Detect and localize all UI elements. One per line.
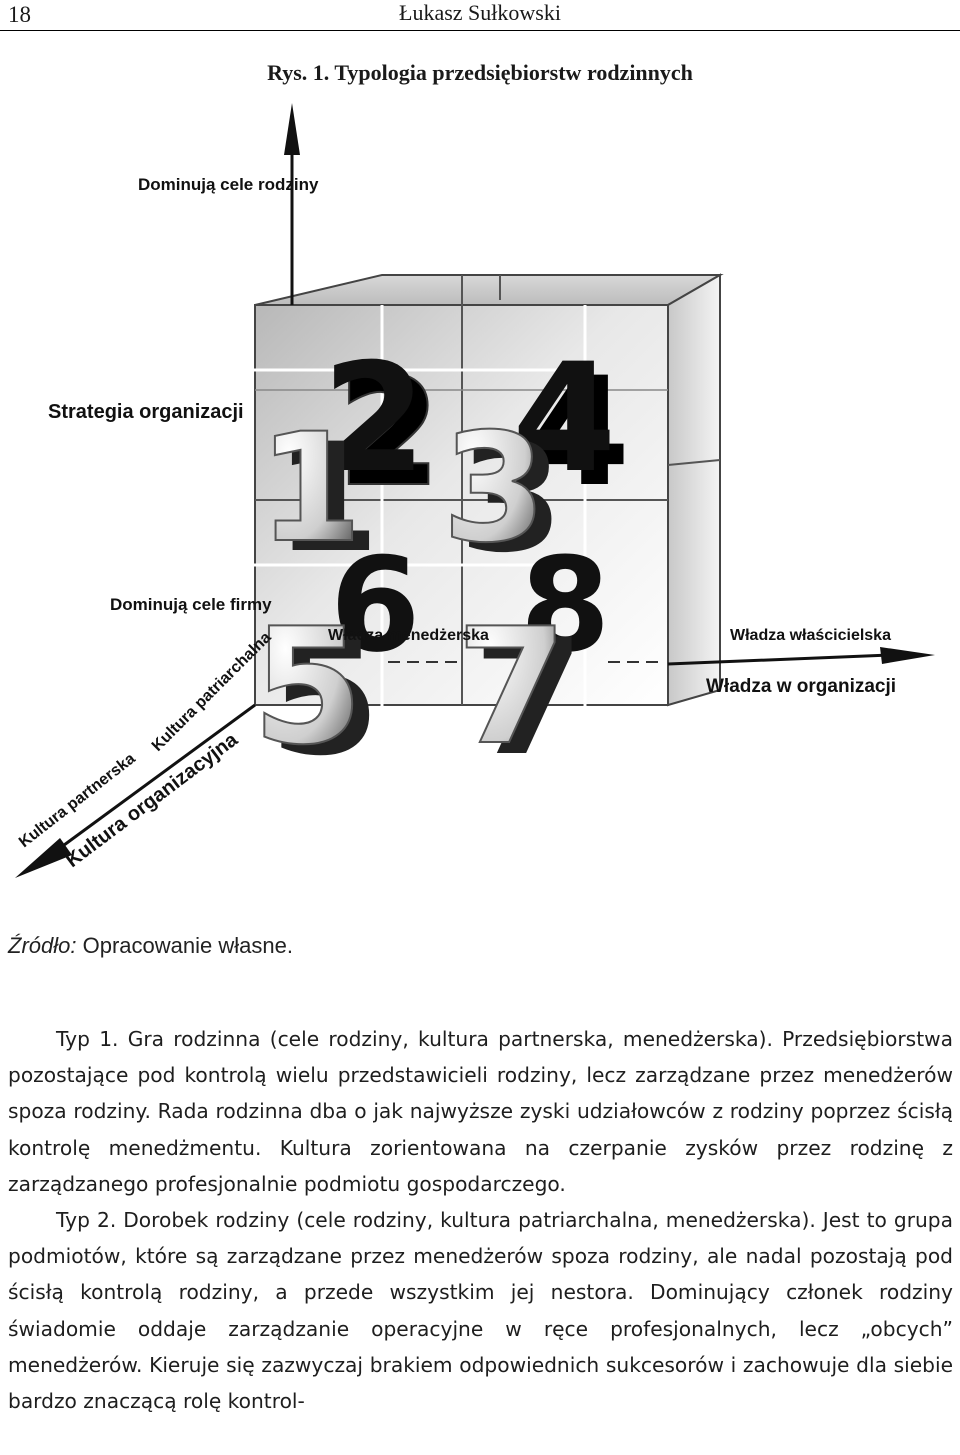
label-dominate-firm-goals: Dominują cele firmy xyxy=(110,595,272,614)
cell-digit-1: 1 xyxy=(258,402,362,576)
cell-digit-7: 7 xyxy=(456,593,567,780)
x-axis-line xyxy=(667,653,891,666)
running-head-author: Łukasz Sułkowski xyxy=(399,0,561,25)
cell-digit-4-face: 4 xyxy=(512,332,616,506)
cell-digit-8: 8 xyxy=(520,529,610,681)
cell-digits: 2 2 4 4 1 1 3 3 6 8 5 5 7 7 xyxy=(251,332,630,791)
x-axis-arrowhead xyxy=(880,647,935,664)
cell-digit-3: 3 xyxy=(442,402,546,576)
page-header: 18 Łukasz Sułkowski xyxy=(0,0,960,31)
cube-right-face xyxy=(667,273,721,707)
cell-digit-2-face: 2 xyxy=(322,332,426,506)
label-managerial-power: Władza menedżerska xyxy=(328,627,489,644)
paragraph-type-2: Typ 2. Dorobek rodziny (cele rodziny, ku… xyxy=(8,1208,953,1414)
page-number: 18 xyxy=(8,2,31,27)
figure-caption: Rys. 1. Typologia przedsiębiorstw rodzin… xyxy=(267,60,693,85)
paragraph-type-1: Typ 1. Gra rodzinna (cele rodziny, kultu… xyxy=(8,1027,953,1196)
cell-digit-1-shadow: 1 xyxy=(275,412,379,586)
typology-cube-figure: 2 2 4 4 1 1 3 3 6 8 5 5 7 7 Dominują cel… xyxy=(0,95,960,895)
cell-digit-4: 4 xyxy=(526,346,630,520)
label-dominate-family-goals: Dominują cele rodziny xyxy=(138,175,319,194)
typology-cube-diagram: 2 2 4 4 1 1 3 3 6 8 5 5 7 7 Dominują cel… xyxy=(15,103,935,878)
z-axis-line xyxy=(59,703,256,850)
cube-top-face xyxy=(254,274,724,306)
cube-grid-line xyxy=(667,459,721,466)
label-power-in-organization: Władza w organizacji xyxy=(706,676,896,697)
cell-digit-3-shadow: 3 xyxy=(459,412,563,586)
cell-digit-2: 2 xyxy=(337,346,441,520)
z-axis-arrowhead xyxy=(15,838,72,878)
source-label: Źródło: xyxy=(8,933,77,958)
source-text: Opracowanie własne. xyxy=(76,933,293,958)
cell-digit-7-shadow: 7 xyxy=(473,604,584,791)
label-organization-strategy: Strategia organizacji xyxy=(48,401,244,423)
figure-source: Źródło: Opracowanie własne. xyxy=(8,933,293,959)
label-owner-power: Władza właścicielska xyxy=(730,627,891,644)
cell-digit-6: 6 xyxy=(330,529,420,681)
y-axis-arrowhead xyxy=(284,103,300,155)
cell-digit-5-shadow: 5 xyxy=(269,604,380,791)
body-text: Typ 1. Gra rodzinna (cele rodziny, kultu… xyxy=(8,1021,953,1419)
cell-digit-5: 5 xyxy=(252,593,363,780)
